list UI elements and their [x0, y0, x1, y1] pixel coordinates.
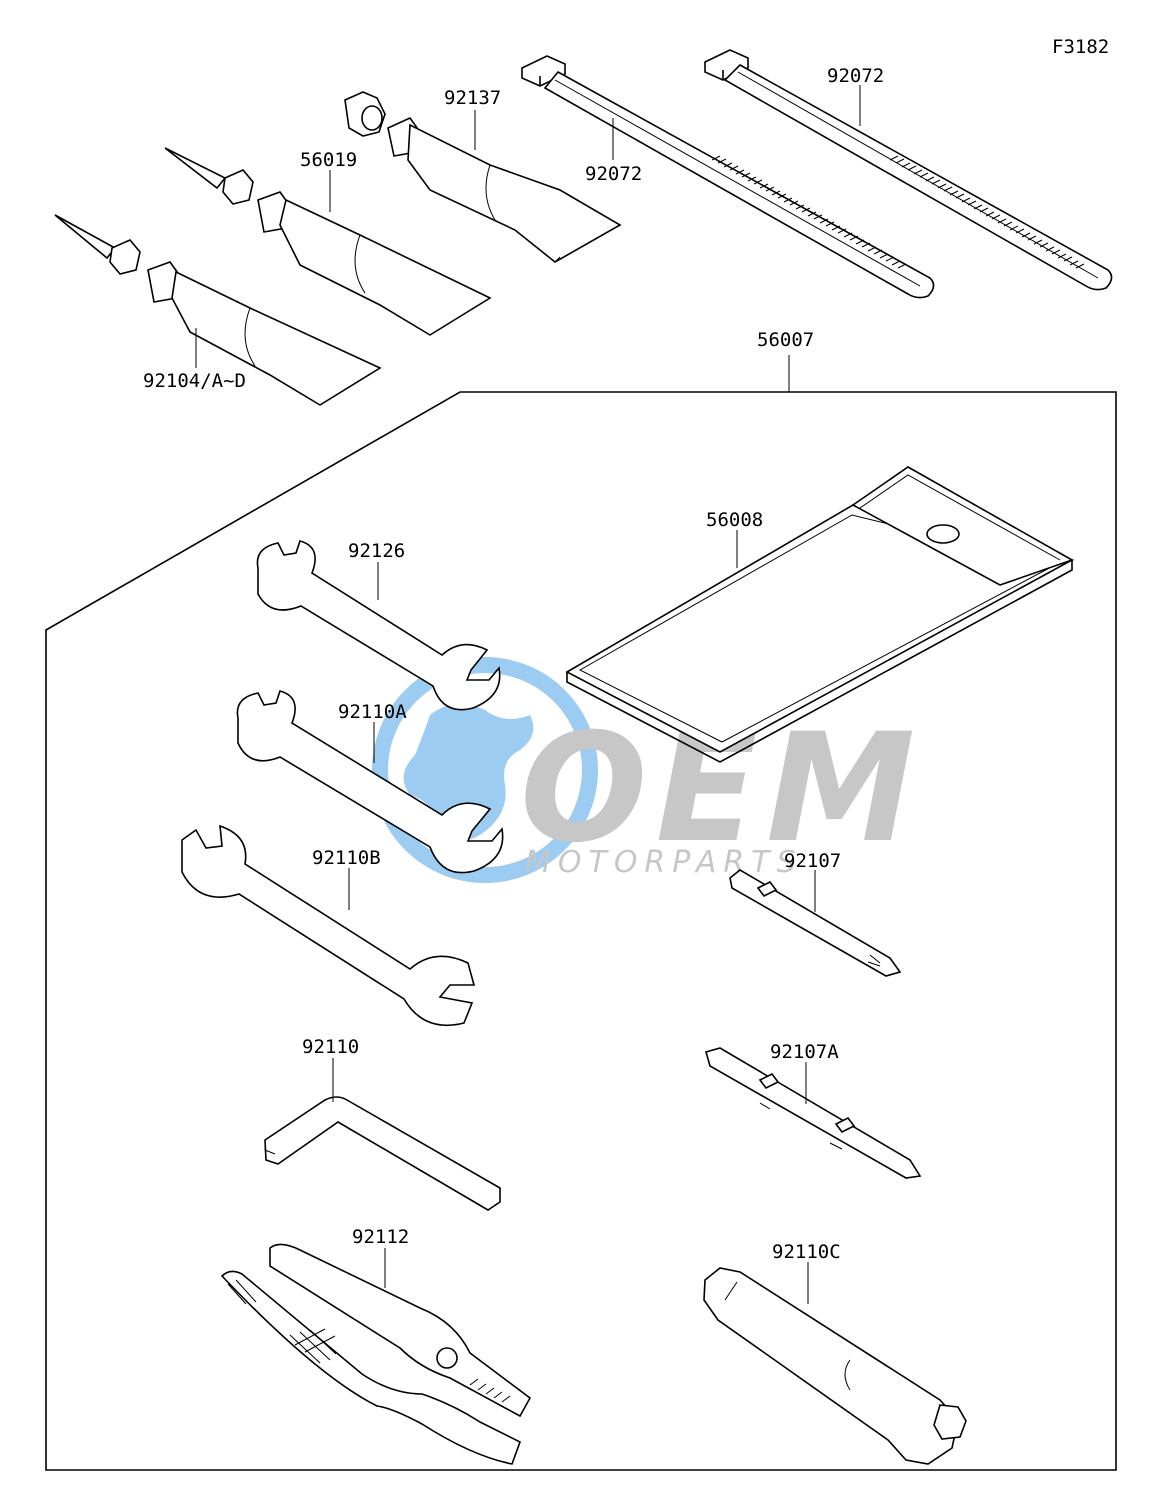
- kit-outline: [45, 391, 1117, 1471]
- watermark-globe-icon: [372, 657, 598, 883]
- label-kit: 56007: [757, 329, 814, 351]
- wrench-92110A: [236, 690, 504, 874]
- label-plug-wrench: 92110C: [772, 1241, 841, 1263]
- screwdriver-92107A: [705, 1047, 922, 1179]
- label-tube-56019: 56019: [300, 149, 357, 171]
- tube-92137: [344, 91, 622, 263]
- label-tie-mid: 92072: [585, 163, 642, 185]
- tube-56019: [164, 147, 492, 336]
- cable-tie-mid: [521, 55, 935, 299]
- label-screwdriver-92107: 92107: [784, 850, 841, 872]
- label-tube-92104: 92104/A~D: [143, 370, 246, 392]
- watermark-tagline: MOTORPARTS: [525, 845, 803, 880]
- wrench-92110B: [181, 824, 476, 1027]
- label-hex-key: 92110: [302, 1036, 359, 1058]
- label-wrench-92110B: 92110B: [312, 847, 381, 869]
- hex-key: [264, 1096, 501, 1211]
- watermark-continents: [403, 703, 534, 841]
- label-wrench-92126: 92126: [348, 540, 405, 562]
- label-wrench-92110A: 92110A: [338, 701, 407, 723]
- figure-code: F3182: [1052, 36, 1109, 58]
- tube-92104: [54, 214, 382, 406]
- plug-wrench: [703, 1267, 967, 1465]
- label-screwdriver-92107A: 92107A: [770, 1041, 839, 1063]
- tool-pouch: [565, 466, 1075, 763]
- wrench-92126: [256, 540, 501, 711]
- screwdriver-92107: [729, 869, 902, 977]
- label-tube-92137: 92137: [444, 87, 501, 109]
- pliers: [220, 1243, 532, 1465]
- cable-tie-top: [704, 49, 1113, 291]
- label-pouch: 56008: [706, 509, 763, 531]
- label-tie-top: 92072: [827, 65, 884, 87]
- label-pliers: 92112: [352, 1226, 409, 1248]
